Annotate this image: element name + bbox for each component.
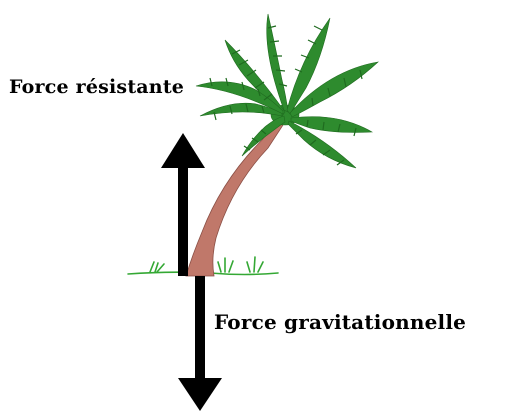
downward-force-label: Force gravitationnelle (214, 310, 466, 334)
upward-force-label: Force résistante (9, 76, 184, 98)
arrow-down-icon (178, 276, 222, 411)
palm-tree-icon (196, 14, 378, 168)
tree-trunk (186, 120, 283, 276)
